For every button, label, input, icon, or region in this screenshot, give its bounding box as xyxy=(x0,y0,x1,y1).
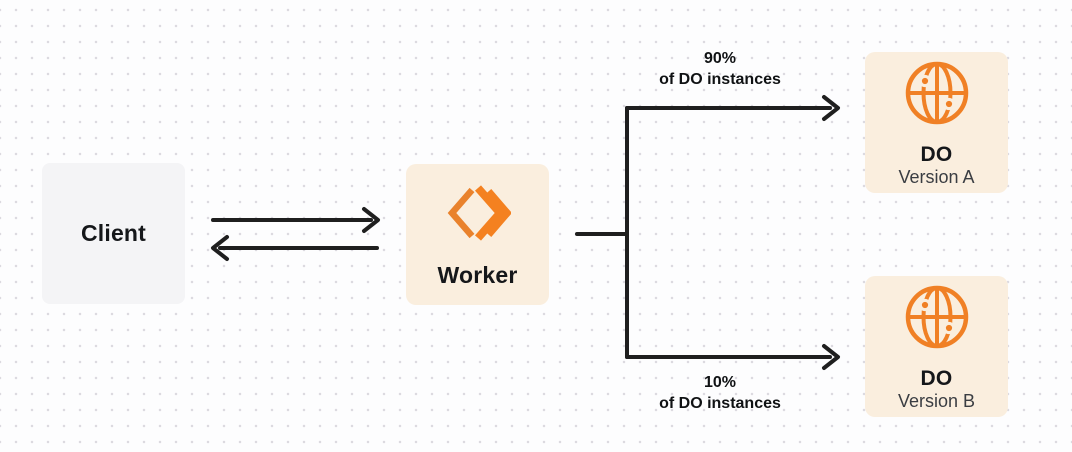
do-a-title: DO xyxy=(920,143,953,166)
branch-a-percent: 90% xyxy=(703,50,737,67)
arrow-branch-to-do-a xyxy=(625,95,840,121)
client-label: Client xyxy=(80,220,147,246)
globe-icon xyxy=(905,61,969,125)
node-do-version-a: DO Version A xyxy=(865,52,1008,193)
arrow-client-to-worker xyxy=(211,207,380,233)
node-worker: Worker xyxy=(406,164,549,305)
do-b-subtitle: Version B xyxy=(897,391,976,411)
node-do-version-b: DO Version B xyxy=(865,276,1008,417)
branch-b-label: 10% of DO instances xyxy=(620,372,820,414)
branch-a-caption: of DO instances xyxy=(659,71,781,88)
arrow-branch-to-do-b xyxy=(625,344,840,370)
do-a-subtitle: Version A xyxy=(898,167,975,187)
branch-b-percent: 10% xyxy=(703,374,737,391)
workers-chevrons-icon xyxy=(445,184,512,242)
branch-a-label: 90% of DO instances xyxy=(620,48,820,90)
node-client: Client xyxy=(42,163,185,304)
branch-trunk xyxy=(575,106,629,359)
globe-icon xyxy=(905,285,969,349)
do-b-title: DO xyxy=(920,367,953,390)
branch-b-caption: of DO instances xyxy=(659,395,781,412)
arrow-worker-to-client xyxy=(211,235,379,261)
worker-label: Worker xyxy=(437,262,518,288)
